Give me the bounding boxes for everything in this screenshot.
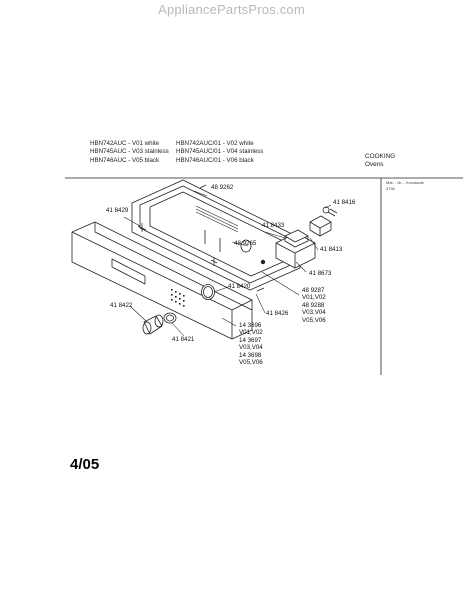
variant-label: V03,V04 <box>239 344 263 352</box>
part-number-label: 41 8420 <box>228 283 251 290</box>
part-number-label: 14 3696 <box>239 322 262 329</box>
part-number-label: 41 8416 <box>333 199 356 206</box>
model-line: HBN742AUC/01 - V02 white <box>176 140 254 147</box>
model-line: HBN746AUC/01 - V06 black <box>176 156 254 164</box>
knob-hole <box>163 312 177 324</box>
part-number-label: 41 8429 <box>106 207 129 214</box>
part-number-label: 48 9288 <box>302 301 325 309</box>
knob-hole-inner <box>166 314 174 322</box>
part-number-label: 48 9262 <box>211 184 234 191</box>
button-grid <box>171 289 185 307</box>
part-number-label: 48 9287 <box>302 287 325 294</box>
switch-assembly <box>309 206 338 237</box>
variant-label: V05,V06 <box>239 359 263 367</box>
variant-label: V05,V06 <box>302 316 326 324</box>
part-number-label: 41 8433 <box>262 222 285 229</box>
material-number-header: Mat. - Nr. - Konstante <box>386 180 425 185</box>
model-list-right: HBN742AUC/01 - V02 white HBN745AUC/01 - … <box>176 140 263 165</box>
part-number-label: 41 8422 <box>110 302 133 309</box>
display-window <box>111 258 146 285</box>
switch-contact <box>322 206 330 214</box>
variant-label: V03,V04 <box>302 309 326 317</box>
frame-cutout <box>240 239 252 253</box>
watermark: AppliancePartsPros.com <box>158 2 305 17</box>
part-number-group: 14 3696 V01,V02 14 3697 V03,V04 14 3698 … <box>239 322 263 366</box>
leader-lines <box>123 190 332 337</box>
model-line: HBN742AUC - V01 white <box>90 140 160 147</box>
model-line: HBN745AUC/01 - V04 stainless <box>176 148 264 156</box>
part-number-group: 48 9287 V01,V02 48 9288 V03,V04 V05,V06 <box>302 287 326 324</box>
model-line: HBN746AUC - V05 black <box>90 156 160 164</box>
part-number-label: 41 8673 <box>309 270 332 277</box>
part-number-label: 14 3697 <box>239 336 262 344</box>
control-panel-front <box>71 221 253 340</box>
category-block: COOKING Ovens <box>365 153 395 169</box>
category-title: COOKING <box>365 153 396 160</box>
material-number-constant: 3740 <box>386 186 395 191</box>
variant-label: V01,V02 <box>239 329 263 337</box>
knob-ring <box>201 284 215 300</box>
variant-label: V01,V02 <box>302 294 326 302</box>
part-number-label: 48 9265 <box>234 240 257 247</box>
part-number-label: 14 3698 <box>239 351 262 359</box>
category-subtitle: Ovens <box>365 161 384 168</box>
control-knob <box>142 314 164 335</box>
model-list-left: HBN742AUC - V01 white HBN745AUC - V03 st… <box>90 140 169 165</box>
part-number-label: 41 8421 <box>172 336 195 343</box>
part-number-label: 41 8413 <box>320 246 343 253</box>
screws <box>137 184 265 292</box>
page-number: 4/05 <box>70 456 100 473</box>
part-number-label: 41 8426 <box>266 310 289 317</box>
model-line: HBN745AUC - V03 stainless <box>90 148 169 156</box>
switch-bracket <box>284 229 309 248</box>
